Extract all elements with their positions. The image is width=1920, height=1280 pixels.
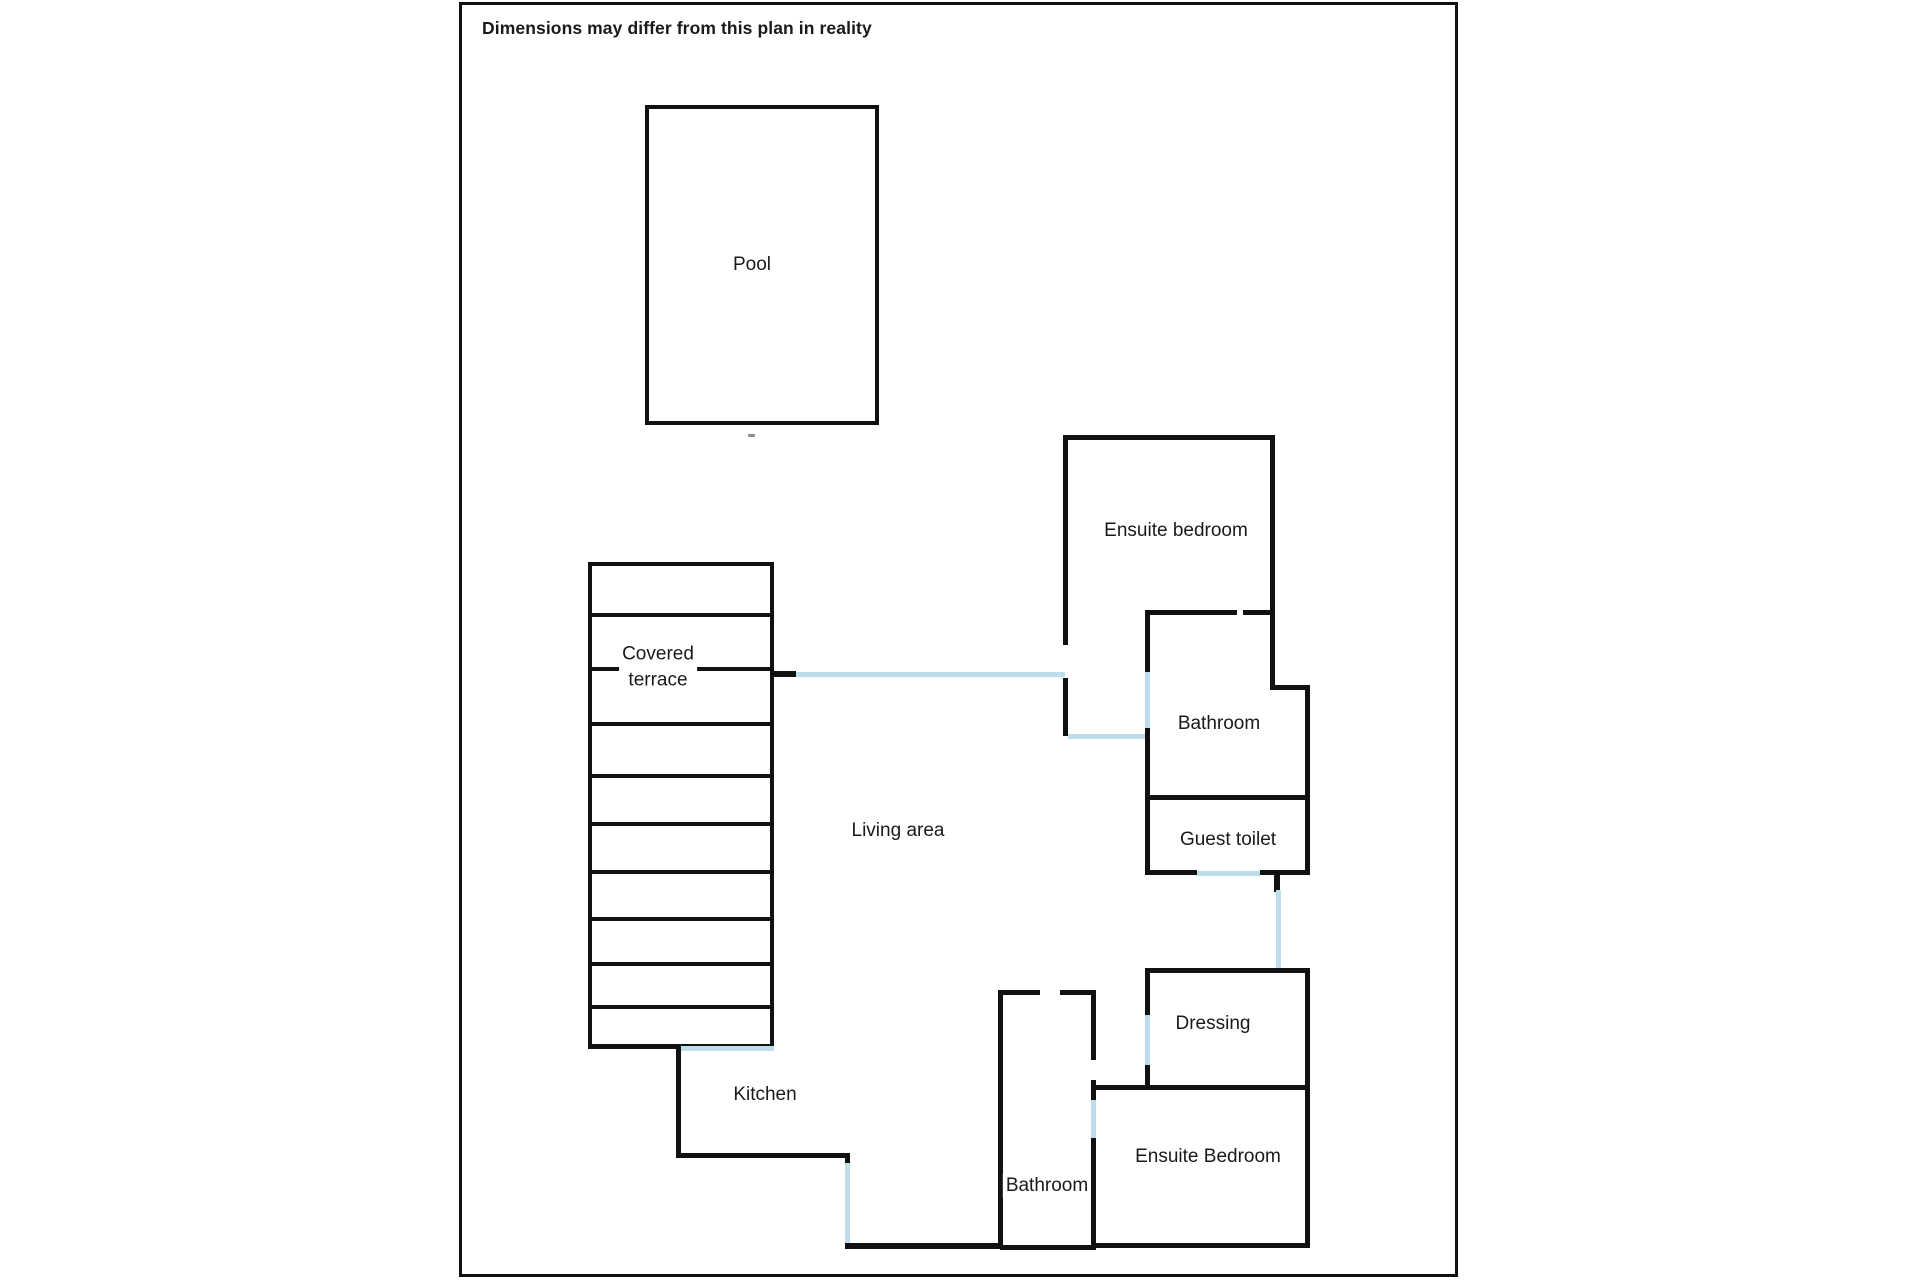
terrace-wall-right [770, 562, 774, 1048]
terrace-wall-top [588, 562, 774, 566]
guest-toilet-corridor-jamb [1274, 870, 1280, 892]
room-covered-terrace [588, 562, 774, 1048]
terrace-east-door-jamb [774, 671, 796, 677]
south-perimeter-wall-a [845, 1243, 1000, 1249]
plan-disclaimer-note: Dimensions may differ from this plan in … [482, 18, 872, 38]
door-guest-toilet-south[interactable] [1197, 871, 1260, 876]
bathroom-upper-wall-left [1145, 728, 1150, 873]
terrace-wall-left [588, 562, 592, 1048]
door-ensuite-upper-south[interactable] [1068, 734, 1146, 739]
room-label-ensuite-bedroom-upper: Ensuite bedroom [1101, 519, 1251, 543]
bathroom-lower-wall-left [998, 990, 1003, 1247]
room-label-guest-toilet: Guest toilet [1176, 828, 1280, 852]
room-label-ensuite-bedroom-lower: Ensuite Bedroom [1132, 1145, 1284, 1169]
door-terrace-south[interactable] [679, 1046, 774, 1051]
dressing-wall-left-a [1145, 968, 1150, 1016]
south-perimeter-wall-b [1000, 1245, 1096, 1250]
bathroom-upper-jog-top [1270, 685, 1310, 690]
door-bathroom-lower-east[interactable] [1091, 1100, 1096, 1138]
kitchen-wall-bottom [676, 1153, 850, 1158]
ensuite-upper-wall-left [1063, 435, 1068, 645]
ensuite-lower-wall-top [1096, 1085, 1310, 1090]
room-label-dressing: Dressing [1172, 1012, 1254, 1036]
room-pool [645, 105, 879, 425]
bathroom-upper-wall-left-upper [1145, 610, 1150, 672]
terrace-band-divider [588, 870, 774, 874]
bathroom-upper-wall-right-a [1270, 613, 1275, 685]
room-label-covered-terrace-line2: terrace [628, 669, 688, 690]
room-label-pool: Pool [729, 253, 775, 277]
bathroom-lower-wall-top-b [1060, 990, 1096, 995]
terrace-band-divider [588, 1005, 774, 1009]
door-kitchen-south-corridor[interactable] [845, 1163, 850, 1247]
terrace-band-divider [588, 962, 774, 966]
bathroom-upper-wall-right-b [1305, 685, 1310, 873]
bathroom-lower-wall-top-a [998, 990, 1040, 995]
pool-reference-tick-icon [748, 434, 755, 437]
dressing-wall-left-b [1145, 1064, 1150, 1090]
terrace-kitchen-joint [588, 1044, 680, 1049]
terrace-band-divider [588, 722, 774, 726]
ensuite-upper-wall-left-lower [1063, 678, 1068, 736]
ensuite-lower-wall-right [1305, 1085, 1310, 1247]
terrace-band-divider [588, 613, 774, 617]
room-label-bathroom-lower: Bathroom [1002, 1174, 1092, 1198]
bathroom-lower-wall-right-b [1091, 1080, 1096, 1100]
guest-toilet-wall-bottom-b [1260, 870, 1310, 875]
room-label-kitchen: Kitchen [730, 1083, 800, 1107]
plan-sheet-frame [459, 2, 1458, 1277]
room-label-bathroom-upper: Bathroom [1174, 712, 1264, 736]
dressing-wall-right [1305, 968, 1310, 1090]
ensuite-upper-wall-right [1270, 435, 1275, 613]
ensuite-upper-bathroom-partition-a [1145, 610, 1237, 615]
bathroom-guest-toilet-divider [1145, 795, 1310, 800]
guest-toilet-wall-bottom-a [1145, 870, 1197, 875]
door-corridor-to-dressing[interactable] [1276, 890, 1281, 970]
kitchen-wall-left [676, 1046, 681, 1158]
kitchen-wall-right-stub [845, 1153, 850, 1167]
room-label-covered-terrace-line1: Covered [622, 643, 694, 665]
bathroom-lower-wall-right-a [1091, 990, 1096, 1060]
door-ensuite-upper-to-bathroom[interactable] [1145, 672, 1150, 730]
terrace-band-divider [588, 917, 774, 921]
ensuite-upper-bathroom-partition-b [1243, 610, 1275, 615]
room-label-living-area: Living area [848, 819, 948, 843]
terrace-band-divider [588, 822, 774, 826]
dressing-wall-top [1145, 968, 1310, 973]
ensuite-lower-wall-bottom [1096, 1243, 1310, 1248]
door-dressing-west[interactable] [1145, 1015, 1150, 1065]
room-label-covered-terrace: Covered terrace [619, 641, 697, 693]
bathroom-lower-wall-right-c [1091, 1137, 1096, 1247]
ensuite-upper-wall-top [1063, 435, 1275, 440]
door-living-to-ensuite-upper[interactable] [790, 672, 1065, 677]
terrace-band-divider [588, 774, 774, 778]
